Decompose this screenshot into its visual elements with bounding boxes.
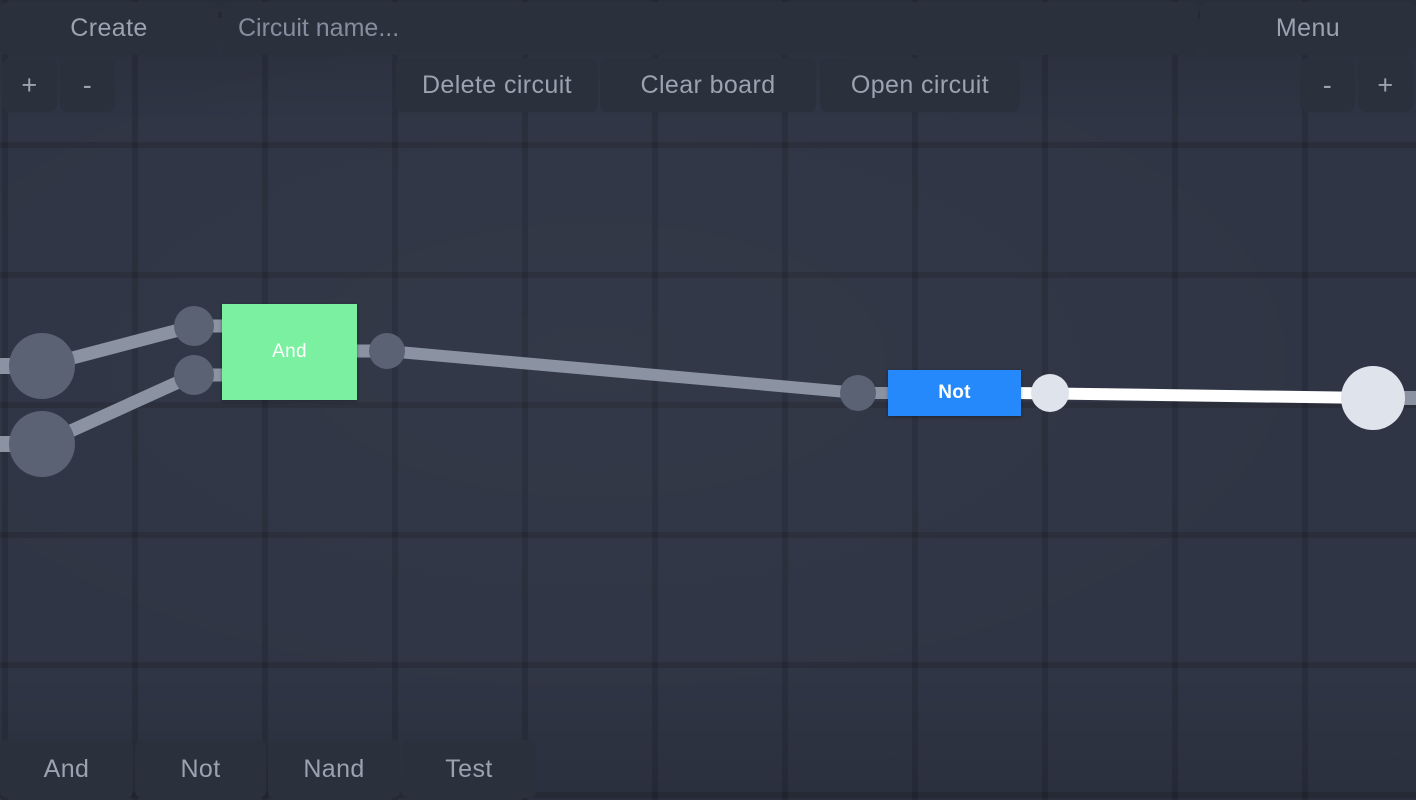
menu-button[interactable]: Menu xyxy=(1200,2,1416,55)
secondary-toolbar: + - Delete circuit Clear board Open circ… xyxy=(0,58,1416,112)
not-gate[interactable]: Not xyxy=(888,370,1021,416)
top-toolbar: Create Menu xyxy=(0,0,1416,56)
wire-not-out[interactable] xyxy=(1015,387,1374,404)
clear-board-button[interactable]: Clear board xyxy=(600,58,816,112)
create-button[interactable]: Create xyxy=(0,2,218,55)
palette-test-button[interactable]: Test xyxy=(402,740,536,798)
zoom-out-right-button[interactable]: - xyxy=(1300,58,1355,112)
and-input-bottom[interactable] xyxy=(174,355,214,395)
and-gate-label: And xyxy=(272,341,307,362)
not-input[interactable] xyxy=(840,375,876,411)
and-output[interactable] xyxy=(369,333,405,369)
zoom-in-right-button[interactable]: + xyxy=(1358,58,1413,112)
open-circuit-button[interactable]: Open circuit xyxy=(820,58,1020,112)
palette-and-button[interactable]: And xyxy=(0,740,133,798)
zoom-out-left-button[interactable]: - xyxy=(60,58,115,112)
palette-nand-button[interactable]: Nand xyxy=(268,740,400,798)
circuit-name-input[interactable] xyxy=(222,2,1198,55)
palette-not-button[interactable]: Not xyxy=(135,740,266,798)
not-output[interactable] xyxy=(1031,374,1069,412)
and-input-top[interactable] xyxy=(174,306,214,346)
input-node-a[interactable] xyxy=(9,333,75,399)
wire-and-to-not[interactable] xyxy=(386,345,859,399)
and-gate[interactable]: And xyxy=(222,304,357,400)
input-node-b[interactable] xyxy=(9,411,75,477)
output-node[interactable] xyxy=(1341,366,1405,430)
zoom-in-left-button[interactable]: + xyxy=(2,58,57,112)
not-gate-label: Not xyxy=(938,382,971,403)
delete-circuit-button[interactable]: Delete circuit xyxy=(396,58,598,112)
